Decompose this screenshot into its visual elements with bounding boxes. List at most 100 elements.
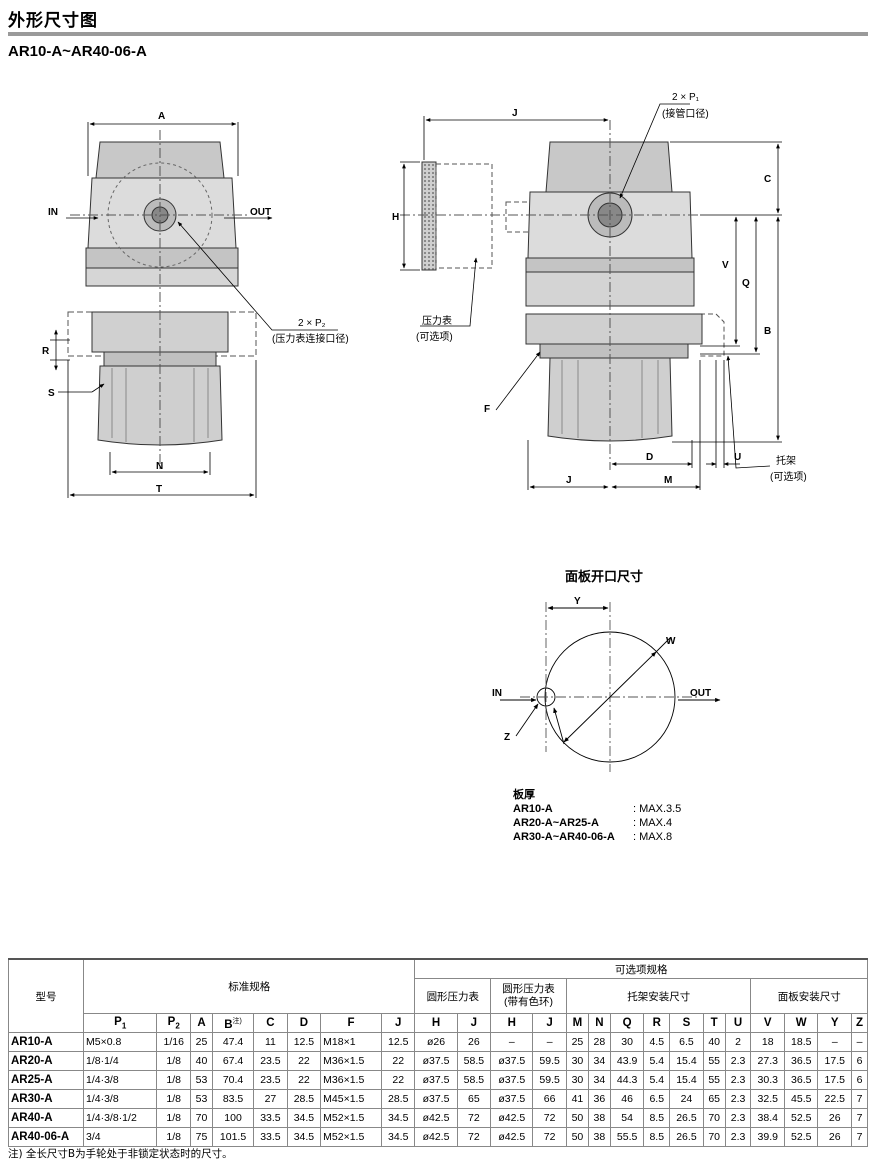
col-z: Z bbox=[850, 1013, 869, 1033]
value-cell: 34.5 bbox=[286, 1108, 322, 1128]
value-cell: 22 bbox=[286, 1051, 322, 1071]
side-view bbox=[400, 120, 725, 470]
in-label: IN bbox=[48, 207, 58, 218]
value-cell: 25 bbox=[189, 1032, 213, 1052]
dim-d-label: D bbox=[646, 452, 653, 463]
p1-label: 2 × P₁ bbox=[672, 92, 700, 103]
thickness-row: AR30-A~AR40-06-A: MAX.8 bbox=[513, 831, 673, 843]
p1-note-label: (接管口径) bbox=[662, 107, 709, 120]
value-cell: 2.3 bbox=[724, 1051, 752, 1071]
value-cell: 18 bbox=[750, 1032, 785, 1052]
value-cell: 32.5 bbox=[750, 1089, 785, 1109]
value-cell: 17.5 bbox=[817, 1070, 852, 1090]
col-d: D bbox=[286, 1013, 322, 1033]
value-cell: 26 bbox=[817, 1127, 852, 1147]
value-cell: 53 bbox=[189, 1070, 213, 1090]
value-cell: 11 bbox=[253, 1032, 288, 1052]
gauge-note-label: (可选项) bbox=[416, 330, 453, 343]
value-cell: 59.5 bbox=[532, 1070, 567, 1090]
value-cell: 30 bbox=[609, 1032, 645, 1052]
side-labels: J H C V Q B F D U J M 2 × P₁ (接管口径) 压力表 … bbox=[392, 92, 807, 486]
value-cell: 1/8·1/4 bbox=[82, 1051, 158, 1071]
col-n: N bbox=[587, 1013, 611, 1033]
value-cell: 1/8 bbox=[156, 1070, 191, 1090]
value-cell: 8.5 bbox=[643, 1127, 671, 1147]
value-cell: ø37.5 bbox=[414, 1070, 458, 1090]
value-cell: – bbox=[532, 1032, 567, 1052]
value-cell: 1/4·3/8·1/2 bbox=[82, 1108, 158, 1128]
value-cell: 6 bbox=[850, 1051, 869, 1071]
value-cell: 22.5 bbox=[817, 1089, 852, 1109]
value-cell: 23.5 bbox=[253, 1070, 288, 1090]
col-q: Q bbox=[609, 1013, 645, 1033]
value-cell: 27 bbox=[253, 1089, 288, 1109]
thickness-heading: 板厚 bbox=[513, 789, 535, 801]
value-cell: 30 bbox=[565, 1070, 589, 1090]
value-cell: 1/8 bbox=[156, 1051, 191, 1071]
dim-v-label: V bbox=[722, 260, 729, 271]
value-cell: 28 bbox=[587, 1032, 611, 1052]
value-cell: 50 bbox=[565, 1127, 589, 1147]
col-j-color: J bbox=[532, 1013, 567, 1033]
value-cell: M36×1.5 bbox=[320, 1070, 382, 1090]
value-cell: 52.5 bbox=[783, 1127, 819, 1147]
value-cell: 15.4 bbox=[669, 1051, 704, 1071]
dim-f-label: F bbox=[484, 404, 490, 415]
panel-thickness-block: 板厚 AR10-A: MAX.3.5 AR20-A~AR25-A: MAX.4 … bbox=[513, 786, 681, 844]
value-cell: ø42.5 bbox=[490, 1127, 534, 1147]
value-cell: – bbox=[850, 1032, 869, 1052]
value-cell: 1/4·3/8 bbox=[82, 1089, 158, 1109]
dim-y-label: Y bbox=[574, 596, 581, 607]
value-cell: 65 bbox=[702, 1089, 726, 1109]
model-cell: AR10-A bbox=[8, 1032, 84, 1052]
value-cell: M52×1.5 bbox=[320, 1108, 382, 1128]
value-cell: 1/8 bbox=[156, 1127, 191, 1147]
value-cell: 55 bbox=[702, 1070, 726, 1090]
gauge-label: 压力表 bbox=[422, 314, 452, 327]
value-cell: 2.3 bbox=[724, 1108, 752, 1128]
dim-n-label: N bbox=[156, 461, 163, 472]
value-cell: 6 bbox=[850, 1070, 869, 1090]
value-cell: ø37.5 bbox=[490, 1089, 534, 1109]
model-cell: AR25-A bbox=[8, 1070, 84, 1090]
col-v: V bbox=[750, 1013, 785, 1033]
value-cell: 72 bbox=[532, 1127, 567, 1147]
panel-out-label: OUT bbox=[690, 688, 711, 699]
side-dimensions bbox=[400, 103, 782, 490]
value-cell: 36.5 bbox=[783, 1070, 819, 1090]
value-cell: 70.4 bbox=[211, 1070, 255, 1090]
value-cell: 23.5 bbox=[253, 1051, 288, 1071]
col-h-color: H bbox=[490, 1013, 534, 1033]
value-cell: 1/8 bbox=[156, 1089, 191, 1109]
value-cell: 52.5 bbox=[783, 1108, 819, 1128]
value-cell: 72 bbox=[532, 1108, 567, 1128]
value-cell: 30.3 bbox=[750, 1070, 785, 1090]
value-cell: 67.4 bbox=[211, 1051, 255, 1071]
value-cell: 8.5 bbox=[643, 1108, 671, 1128]
bracket-note-label: (可选项) bbox=[770, 470, 807, 483]
value-cell: 12.5 bbox=[380, 1032, 416, 1052]
value-cell: 58.5 bbox=[456, 1070, 492, 1090]
dim-r-label: R bbox=[42, 346, 50, 357]
dim-h-label: H bbox=[392, 212, 399, 223]
standard-spec-header: 标准规格 bbox=[82, 958, 416, 1014]
value-cell: 34.5 bbox=[380, 1108, 416, 1128]
value-cell: 30 bbox=[565, 1051, 589, 1071]
model-range-subtitle: AR10-A~AR40-06-A bbox=[8, 43, 147, 60]
value-cell: 43.9 bbox=[609, 1051, 645, 1071]
dim-s-label: S bbox=[48, 388, 55, 399]
value-cell: 55 bbox=[702, 1051, 726, 1071]
value-cell: 3/4 bbox=[82, 1127, 158, 1147]
value-cell: M18×1 bbox=[320, 1032, 382, 1052]
value-cell: 5.4 bbox=[643, 1051, 671, 1071]
value-cell: 83.5 bbox=[211, 1089, 255, 1109]
value-cell: 7 bbox=[850, 1089, 869, 1109]
bracket-label: 托架 bbox=[776, 454, 796, 467]
value-cell: 41 bbox=[565, 1089, 589, 1109]
col-w: W bbox=[783, 1013, 819, 1033]
